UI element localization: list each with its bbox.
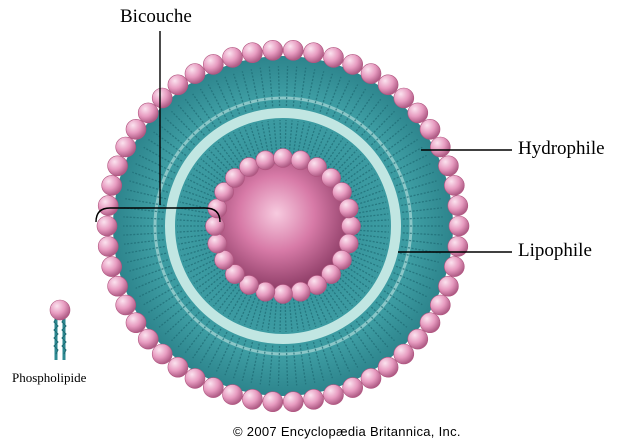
hydrophilic-label: Hydrophile bbox=[518, 138, 605, 160]
lipid-head bbox=[97, 216, 117, 236]
lipid-head bbox=[263, 392, 283, 412]
lipid-head bbox=[152, 344, 172, 364]
lipid-head bbox=[343, 378, 363, 398]
lipid-head bbox=[283, 40, 303, 60]
lipid-head bbox=[206, 217, 225, 236]
lipid-head bbox=[394, 344, 414, 364]
lipid-head bbox=[138, 329, 158, 349]
lipid-head bbox=[126, 119, 146, 139]
lipid-head bbox=[126, 313, 146, 333]
lipid-head bbox=[168, 75, 188, 95]
lipid-head bbox=[223, 47, 243, 67]
lipid-head bbox=[430, 295, 450, 315]
lipid-head bbox=[108, 156, 128, 176]
lipid-head bbox=[394, 88, 414, 108]
lipid-head bbox=[242, 389, 262, 409]
lipid-head bbox=[448, 196, 468, 216]
lipid-head bbox=[378, 75, 398, 95]
lipid-head bbox=[291, 282, 310, 301]
lipid-head bbox=[98, 236, 118, 256]
lipid-head bbox=[449, 216, 469, 236]
lipid-head bbox=[263, 40, 283, 60]
lipid-head bbox=[223, 385, 243, 405]
lipid-head bbox=[420, 313, 440, 333]
lipid-head bbox=[448, 236, 468, 256]
lipid-head bbox=[168, 357, 188, 377]
lipid-head bbox=[256, 151, 275, 170]
lipid-head bbox=[203, 378, 223, 398]
lipid-head bbox=[343, 54, 363, 74]
lipid-head bbox=[378, 357, 398, 377]
lipid-head bbox=[324, 385, 344, 405]
lipid-head bbox=[342, 217, 361, 236]
lipid-head bbox=[152, 88, 172, 108]
lipid-head bbox=[208, 234, 227, 253]
lipid-head bbox=[102, 175, 122, 195]
lipophilic-label: Lipophile bbox=[518, 240, 592, 262]
lipid-head bbox=[361, 64, 381, 84]
bilayer-label: Bicouche bbox=[120, 6, 192, 28]
lipid-head bbox=[242, 43, 262, 63]
lipid-head bbox=[138, 103, 158, 123]
lipid-head bbox=[420, 119, 440, 139]
lipid-head bbox=[304, 389, 324, 409]
lipid-head bbox=[304, 43, 324, 63]
lipid-head bbox=[116, 295, 136, 315]
lipid-head bbox=[185, 368, 205, 388]
lipid-head bbox=[108, 276, 128, 296]
lipid-head bbox=[98, 196, 118, 216]
lipid-head bbox=[274, 149, 293, 168]
phospholipid-label: Phospholipide bbox=[12, 370, 86, 386]
lipid-head bbox=[438, 156, 458, 176]
lipid-head bbox=[438, 276, 458, 296]
lipid-head bbox=[408, 329, 428, 349]
lipid-head bbox=[274, 285, 293, 304]
lipid-head bbox=[116, 137, 136, 157]
phospholipid-icon bbox=[50, 300, 70, 360]
copyright-notice: © 2007 Encyclopædia Britannica, Inc. bbox=[233, 424, 461, 439]
lipid-head bbox=[203, 54, 223, 74]
lipid-head bbox=[185, 64, 205, 84]
lipid-head bbox=[444, 257, 464, 277]
lipid-head bbox=[444, 175, 464, 195]
lipid-head bbox=[283, 392, 303, 412]
lipid-head bbox=[408, 103, 428, 123]
lipid-head bbox=[339, 199, 358, 218]
lipid-head bbox=[102, 257, 122, 277]
lipid-head bbox=[430, 137, 450, 157]
lipid-head bbox=[361, 368, 381, 388]
lipid-head bbox=[324, 47, 344, 67]
